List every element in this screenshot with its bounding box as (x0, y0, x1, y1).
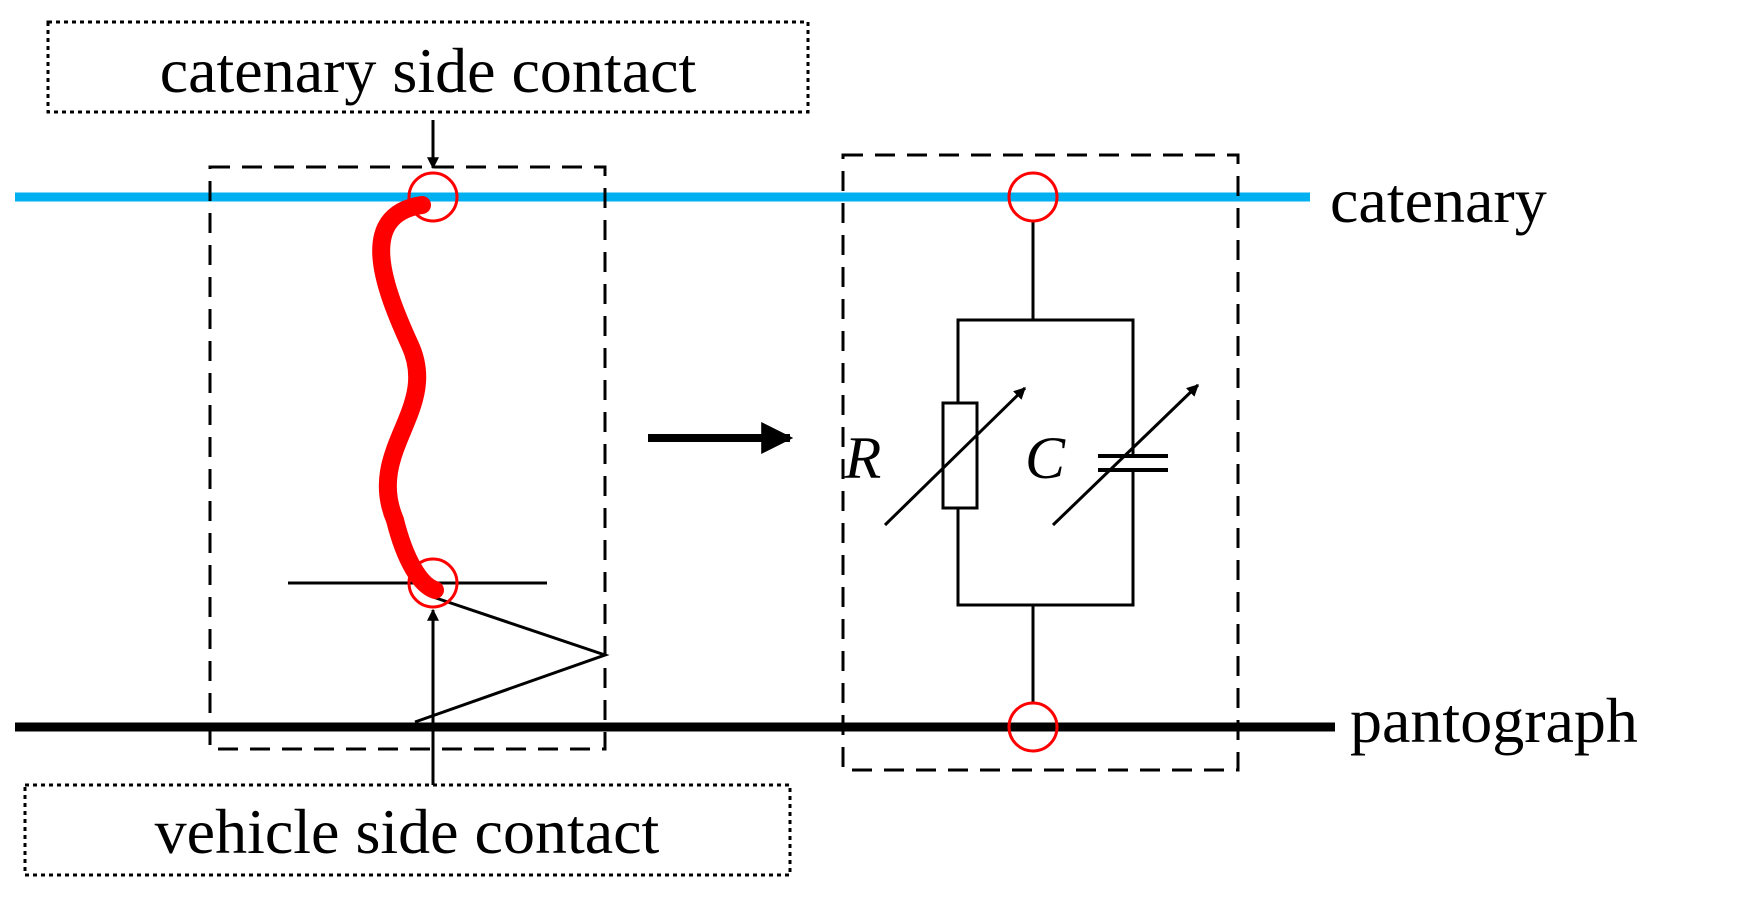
catenary-side-contact-label: catenary side contact (160, 35, 697, 106)
resistor-symbol: R (844, 425, 882, 491)
vehicle-side-contact-box (23, 783, 792, 877)
catenary-label: catenary (1330, 165, 1547, 236)
physical-contact-box (208, 165, 607, 751)
vehicle-side-contact-label: vehicle side contact (155, 796, 660, 867)
arc-contact-path (372, 196, 444, 599)
variable-resistor (941, 401, 979, 510)
pantograph-contact-point-right (1007, 701, 1059, 753)
catenary-contact-point-left (407, 171, 459, 223)
catenary-side-contact-box (46, 20, 810, 114)
pantograph-label: pantograph (1350, 685, 1638, 756)
variable-resistor-arrow (883, 386, 1027, 527)
capacitor-symbol: C (1025, 425, 1066, 491)
equivalent-circuit-box (841, 153, 1240, 772)
pantograph-contact-point-left (407, 557, 459, 609)
pantograph-frame (414, 595, 610, 724)
catenary-contact-point-right (1007, 171, 1059, 223)
variable-capacitor-arrow (1051, 383, 1200, 527)
